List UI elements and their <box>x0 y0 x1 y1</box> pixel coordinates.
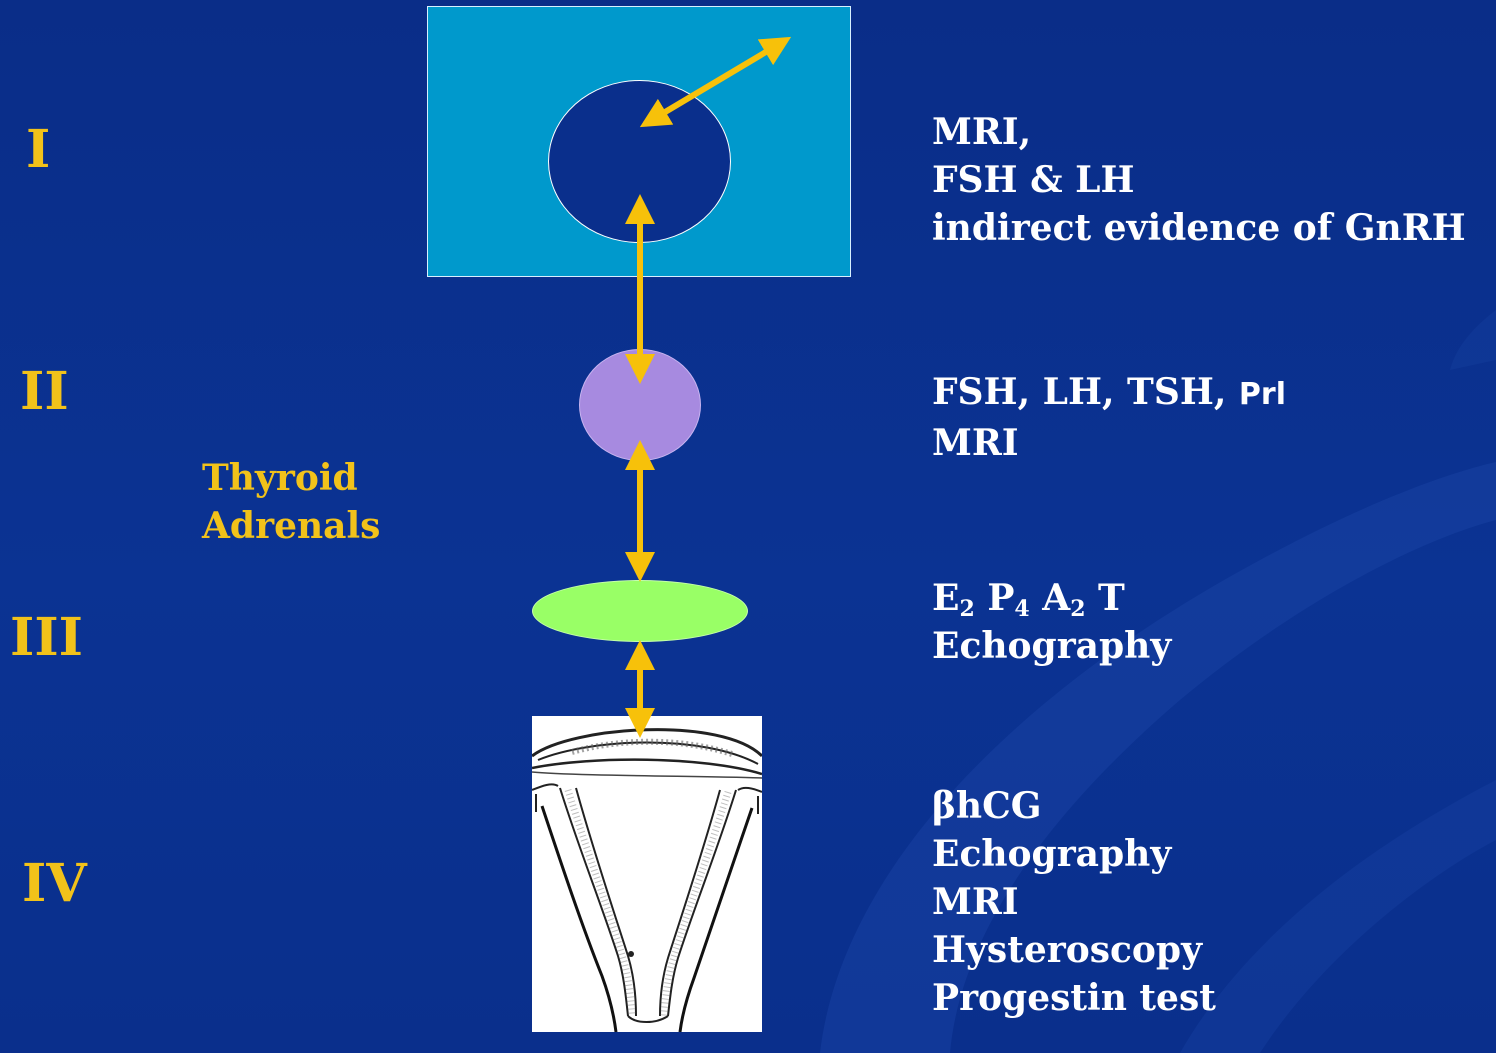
hypothalamus-radius-arrow <box>645 40 786 124</box>
level2-line-mri: MRI <box>932 419 1286 467</box>
level1-tests: MRI, FSH & LH indirect evidence of GnRH <box>932 108 1466 252</box>
level4-line-mri: MRI <box>932 878 1216 926</box>
p-subscript: 4 <box>1014 596 1029 622</box>
level4-line-progestin: Progestin test <box>932 974 1216 1022</box>
a-symbol: A <box>1042 577 1070 619</box>
level4-line-bhcg: βhCG <box>932 782 1216 830</box>
level4-tests: βhCG Echography MRI Hysteroscopy Progest… <box>932 782 1216 1022</box>
level2-tests: FSH, LH, TSH, Prl MRI <box>932 368 1286 467</box>
level4-line-hysteroscopy: Hysteroscopy <box>932 926 1216 974</box>
p-symbol: P <box>987 577 1014 619</box>
level2-hormones-main: FSH, LH, TSH, <box>932 371 1226 413</box>
level3-tests: E2 P4 A2 T Echography <box>932 574 1171 670</box>
level1-line-fsh-lh: FSH & LH <box>932 156 1466 204</box>
e-subscript: 2 <box>959 596 974 622</box>
t-symbol: T <box>1098 577 1125 619</box>
level4-line-echography: Echography <box>932 830 1216 878</box>
level2-line-hormones: FSH, LH, TSH, Prl <box>932 368 1286 419</box>
level3-line-steroids: E2 P4 A2 T <box>932 574 1171 622</box>
level1-line-mri: MRI, <box>932 108 1466 156</box>
level1-line-gnrh: indirect evidence of GnRH <box>932 204 1466 252</box>
e-symbol: E <box>932 577 959 619</box>
a-subscript: 2 <box>1070 596 1085 622</box>
level3-line-echography: Echography <box>932 622 1171 670</box>
level2-prl: Prl <box>1239 377 1286 412</box>
